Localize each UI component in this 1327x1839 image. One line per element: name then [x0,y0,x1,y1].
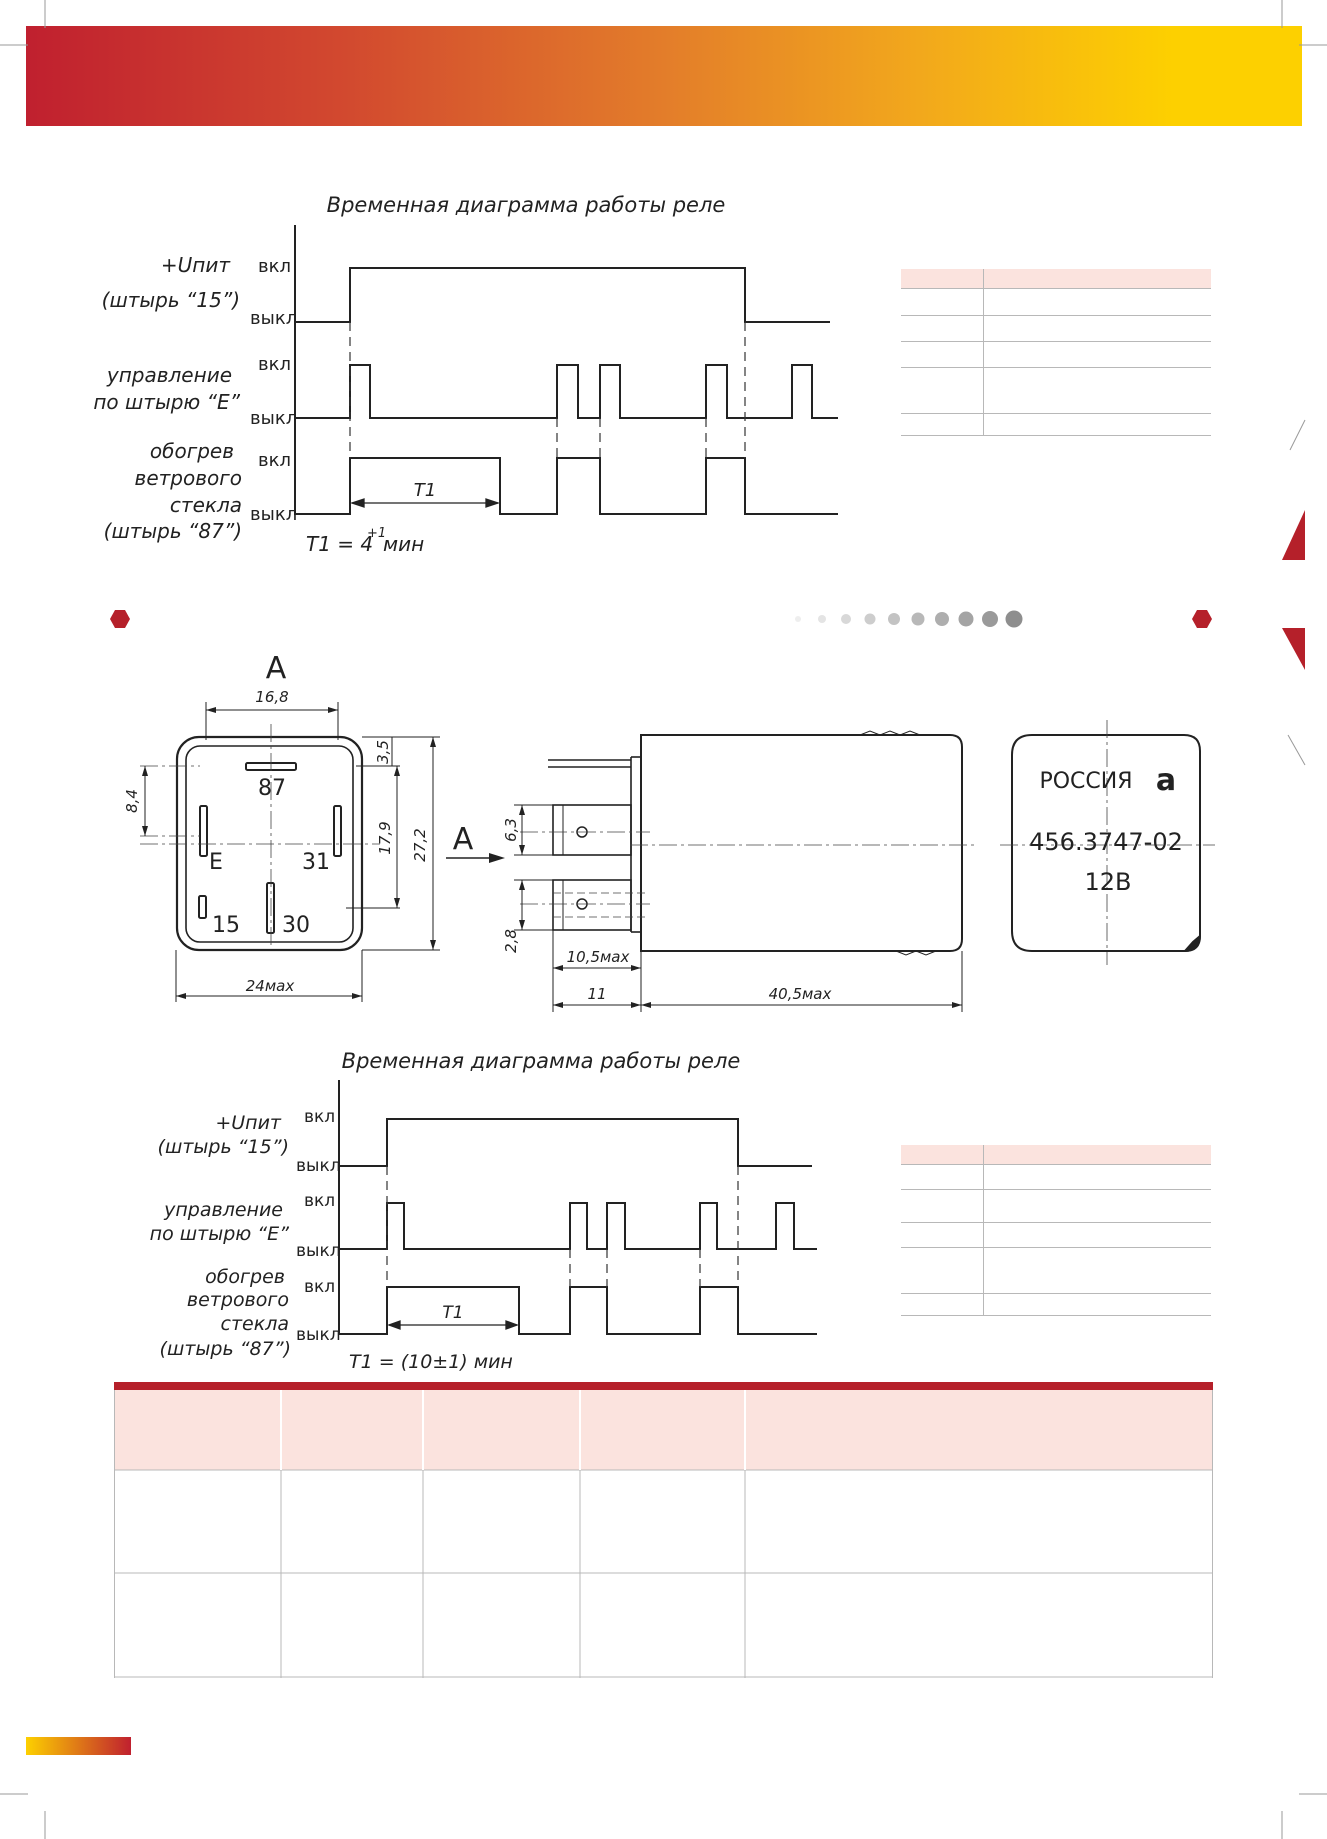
pin-E: E [209,850,223,875]
dim-11: 11 [587,985,606,1003]
off-label: выкл [250,408,297,429]
diagram-title: Временная диаграмма работы реле [342,1049,741,1073]
signal-87 [295,457,838,515]
pin-15: 15 [212,913,240,938]
signal-15 [295,267,830,323]
row-label: обогрев [205,1266,285,1288]
pin-87: 87 [258,776,286,801]
row-label: управление [106,363,232,387]
signal-87 [339,1286,817,1335]
t1-label: T1 [442,1303,463,1323]
dim-2-8: 2,8 [502,929,520,953]
timing-diagram-2: Временная диаграмма работы реле +Uпит (ш… [0,1030,1327,1380]
off-label: выкл [296,1241,341,1261]
dim-16-8: 16,8 [255,688,288,706]
row-label: (штырь “15”) [158,1136,289,1158]
side-table-2 [901,1145,1211,1316]
formula-text: T1 = 4 [306,532,373,556]
row-label: стекла [221,1313,289,1335]
t1-label: T1 [414,480,436,501]
row-label: обогрев [150,439,234,463]
dim-27-2: 27,2 [411,828,429,861]
parameters-table [114,1382,1213,1678]
row-label: +Uпит [215,1112,282,1134]
dim-40-5: 40,5мах [769,985,832,1003]
row-label: ветрового [135,466,242,490]
arrow-letter: A [453,822,474,857]
formula-unit: мин [383,532,424,556]
dim-10-5: 10,5мах [567,948,630,966]
on-label: вкл [258,256,291,277]
timing-diagram-1: Временная диаграмма работы реле +Uпит (ш… [0,0,1327,580]
label-model: 456.3747-02 [1029,828,1183,856]
row-label: +Uпит [161,253,231,277]
header-banner [26,26,1302,126]
off-label: выкл [250,504,297,525]
view-letter: A [266,651,287,686]
off-label: выкл [250,308,297,329]
row-label: управление [163,1199,283,1221]
row-label: по штырю “E” [93,390,240,414]
formula-sup: +1 [367,526,386,541]
label-voltage: 12В [1084,868,1131,896]
signal-15 [339,1118,812,1167]
row-label: (штырь “87”) [160,1338,291,1360]
row-label: ветрового [187,1289,289,1311]
dim-3-5: 3,5 [374,740,392,764]
row-label: по штырю “E” [150,1223,289,1245]
signal-E [295,364,838,419]
row-label: (штырь “15”) [102,288,240,312]
off-label: выкл [296,1325,341,1345]
formula-text: T1 = (10±1) мин [349,1351,513,1373]
logo-mark: a [1156,763,1176,798]
on-label: вкл [304,1277,335,1297]
diagram-title: Временная диаграмма работы реле [327,193,726,217]
pin-30: 30 [282,913,310,938]
signal-E [339,1202,817,1250]
label-country: РОССИЯ [1039,769,1132,794]
relay-technical-drawing: A 87 E 31 15 30 [0,640,1327,1020]
dim-17-9: 17,9 [376,821,394,854]
dim-24: 24мах [246,977,295,995]
side-table-1 [901,269,1211,436]
on-label: вкл [304,1191,335,1211]
on-label: вкл [258,354,291,375]
off-label: выкл [296,1156,341,1176]
dim-6-3: 6,3 [502,818,520,842]
on-label: вкл [258,450,291,471]
pin-31: 31 [302,850,330,875]
row-label: (штырь “87”) [104,519,242,543]
row-label: стекла [170,493,242,517]
on-label: вкл [304,1107,335,1127]
dim-8-4: 8,4 [123,789,141,813]
